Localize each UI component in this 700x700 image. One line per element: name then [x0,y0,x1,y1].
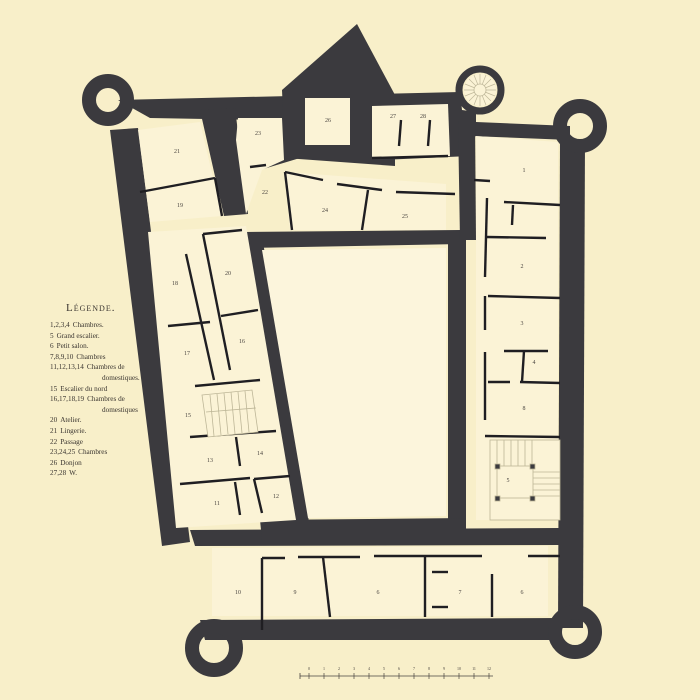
legend-item-number: 22 [50,437,58,446]
room-label: 12 [273,494,279,500]
room-label: 21 [174,149,180,155]
legend-item-number: 26 [50,458,58,467]
room-label: 6 [377,590,380,596]
room-label: 9 [294,590,297,596]
legend-item-label: Chambres [78,448,108,457]
scale-tick-label: 1 [323,666,325,671]
legend-item-label: Lingerie. [60,426,87,435]
room-label: 19 [177,203,183,209]
room-label: 8 [523,406,526,412]
room-label: 15 [185,413,191,419]
scale-tick-label: 9 [443,666,445,671]
room-label: 2 [521,264,524,270]
room-label: 22 [262,190,268,196]
legend-item-continuation: domestiques. [102,373,140,382]
room-label: 5 [507,478,510,484]
legend-item-label: Chambres. [72,321,104,329]
room-label: 4 [533,360,536,366]
legend-item-number: 7,8,9,10 [50,352,74,361]
scale-tick-label: 5 [383,666,385,671]
legend-item-number: 1,2,3,4 [50,321,70,329]
grand-staircase [489,439,561,521]
scale-tick-label: 12 [487,666,491,671]
legend-item-label: Grand escalier. [56,331,100,340]
room-label: 14 [257,451,263,457]
legend-item-number: 5 [50,331,54,340]
stair-tower [455,65,505,115]
room-label: 17 [184,351,190,357]
north-staircase [201,389,259,438]
room-label: 7 [459,590,462,596]
legend-item-number: 20 [50,416,58,425]
legend-item-number: 15 [50,384,58,393]
room-label: 20 [225,271,231,277]
courtyard [262,248,446,518]
room-label: 18 [172,281,178,287]
legend-title: Légende. [66,302,116,314]
scale-tick-label: 0 [308,666,310,671]
legend-item-label: Passage [60,437,83,446]
legend-item-number: 21 [50,426,58,435]
interiors [138,98,558,616]
partition-walls [139,119,561,630]
room-label: 28 [420,114,426,120]
corner-towers [82,74,607,677]
room-label: 3 [521,321,524,327]
room-label: 26 [325,118,331,124]
legend-item-number: 16,17,18,19 [50,395,85,404]
scale-tick-label: 8 [428,666,430,671]
legend-item-label: W. [69,469,78,478]
legend-item-number: 23,24,25 [50,448,76,457]
legend-item-label: Escalier du nord [60,384,108,393]
room-label: 27 [390,114,396,120]
scale-tick-label: 6 [398,666,400,671]
scale-tick-label: 11 [472,666,476,671]
legend-item-label: Chambres de [87,395,125,404]
legend-item-label: Petit salon. [56,342,89,351]
room-label: 10 [235,590,241,596]
room-label: 1 [523,168,526,174]
room-label: 11 [214,501,220,507]
room-label: 24 [322,208,328,214]
legend-item-label: Atelier. [60,416,82,425]
scale-tick-label: 10 [457,666,461,671]
legend-item-label: Chambres [76,352,106,361]
legend-item-label: Donjon [60,458,82,467]
scale-tick-label: 3 [353,666,355,671]
scale-tick-label: 4 [368,666,370,671]
room-label: 6 [521,590,524,596]
room-label: 16 [239,339,245,345]
legend-item-number: 11,12,13,14 [50,363,84,372]
legend-item-label: Chambres de [86,363,125,372]
room-label: 13 [207,458,213,464]
legend-item-number: 6 [50,342,54,351]
room-label: 23 [255,131,261,137]
scale-tick-label: 2 [338,666,340,671]
legend-item-number: 27,28 [50,469,67,478]
scale-bar [299,673,493,679]
legend-item-continuation: domestiques [102,405,138,414]
room-label: 25 [402,214,408,220]
scale-tick-label: 7 [413,666,415,671]
